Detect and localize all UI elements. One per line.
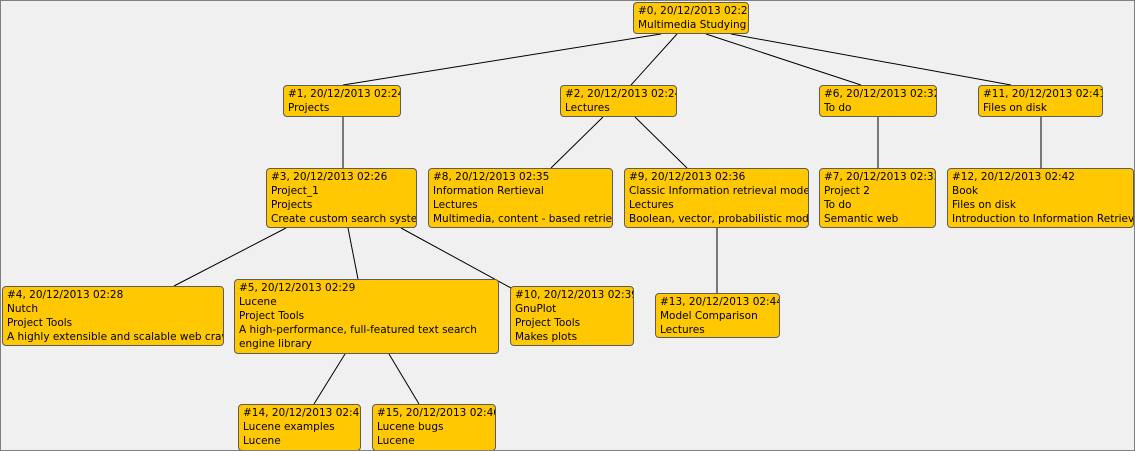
node-header: #8, 20/12/2013 02:35 [433,171,550,183]
edge-2-8 [550,116,604,169]
node-description: A highly extensible and scalable web cra… [7,331,224,343]
tree-node-12[interactable]: #12, 20/12/2013 02:42 Book Files on disk… [947,168,1134,228]
node-title: Lucene [239,296,277,308]
node-category: Lucene [377,435,415,447]
tree-node-4[interactable]: #4, 20/12/2013 02:28 Nutch Project Tools… [2,286,224,346]
node-category: Files on disk [952,199,1016,211]
tree-node-14[interactable]: #14, 20/12/2013 02:46 Lucene examples Lu… [238,404,361,450]
node-description: Semantic web [824,213,899,225]
node-title: Book [952,185,979,197]
node-header: #12, 20/12/2013 02:42 [952,171,1075,183]
tree-node-3[interactable]: #3, 20/12/2013 02:26 Project_1 Projects … [266,168,417,228]
node-title: Multimedia Studying [638,19,747,31]
edge-0-2 [630,33,678,86]
node-category: Lucene [243,435,281,447]
node-header: #0, 20/12/2013 02:23 [638,5,749,17]
node-description: Multimedia, content - based retrieval [433,213,613,225]
node-header: #14, 20/12/2013 02:46 [243,407,361,419]
node-title: Lucene examples [243,421,335,433]
edge-3-4 [173,227,287,287]
node-title: Files on disk [983,102,1047,114]
node-header: #7, 20/12/2013 02:33 [824,171,936,183]
node-header: #2, 20/12/2013 02:24 [565,88,677,100]
tree-node-13[interactable]: #13, 20/12/2013 02:44 Model Comparison L… [655,293,780,338]
node-description: Makes plots [515,331,578,343]
node-title: Lucene bugs [377,421,444,433]
node-title: Project 2 [824,185,870,197]
node-category: Lectures [660,324,705,336]
tree-node-8[interactable]: #8, 20/12/2013 02:35 Information Rertiev… [428,168,613,228]
edge-0-6 [705,33,862,86]
node-title: Projects [288,102,330,114]
edge-0-11 [730,33,1012,86]
node-title: Classic Information retrieval models [629,185,809,197]
node-description: A high-performance, full-featured text s… [239,324,477,350]
node-category: Project Tools [515,317,581,329]
node-title: Model Comparison [660,310,758,322]
node-description: Create custom search system [271,213,417,225]
tree-node-7[interactable]: #7, 20/12/2013 02:33 Project 2 To do Sem… [819,168,936,228]
node-header: #15, 20/12/2013 02:46 [377,407,496,419]
node-header: #11, 20/12/2013 02:41 [983,88,1103,100]
tree-node-15[interactable]: #15, 20/12/2013 02:46 Lucene bugs Lucene [372,404,496,450]
tree-node-0[interactable]: #0, 20/12/2013 02:23 Multimedia Studying [633,2,749,34]
node-category: Projects [271,199,313,211]
node-header: #5, 20/12/2013 02:29 [239,282,356,294]
node-header: #9, 20/12/2013 02:36 [629,171,746,183]
node-header: #1, 20/12/2013 02:24 [288,88,401,100]
node-header: #13, 20/12/2013 02:44 [660,296,780,308]
tree-node-10[interactable]: #10, 20/12/2013 02:39 GnuPlot Project To… [510,286,634,346]
edge-2-9 [634,116,688,169]
tree-node-6[interactable]: #6, 20/12/2013 02:32 To do [819,85,937,117]
node-header: #4, 20/12/2013 02:28 [7,289,124,301]
node-category: Project Tools [239,310,305,322]
node-title: Nutch [7,303,39,315]
node-description: Introduction to Information Retrieval [952,213,1134,225]
node-title: Information Rertieval [433,185,544,197]
edge-3-10 [400,227,512,289]
node-title: Project_1 [271,185,319,197]
tree-node-2[interactable]: #2, 20/12/2013 02:24 Lectures [560,85,677,117]
node-title: GnuPlot [515,303,557,315]
tree-node-9[interactable]: #9, 20/12/2013 02:36 Classic Information… [624,168,809,228]
node-category: Lectures [629,199,674,211]
node-title: Lectures [565,102,610,114]
tree-node-5[interactable]: #5, 20/12/2013 02:29 Lucene Project Tool… [234,279,499,354]
node-category: Project Tools [7,317,73,329]
node-header: #6, 20/12/2013 02:32 [824,88,937,100]
node-header: #3, 20/12/2013 02:26 [271,171,388,183]
tree-node-1[interactable]: #1, 20/12/2013 02:24 Projects [283,85,401,117]
node-category: To do [824,199,852,211]
edge-0-1 [342,33,662,86]
node-title: To do [824,102,852,114]
edge-5-14 [313,353,346,405]
node-category: Lectures [433,199,478,211]
edge-3-5 [347,227,359,280]
edge-5-15 [388,353,420,405]
node-description: Boolean, vector, probabilistic models [629,213,809,225]
node-header: #10, 20/12/2013 02:39 [515,289,634,301]
tree-node-11[interactable]: #11, 20/12/2013 02:41 Files on disk [978,85,1103,117]
